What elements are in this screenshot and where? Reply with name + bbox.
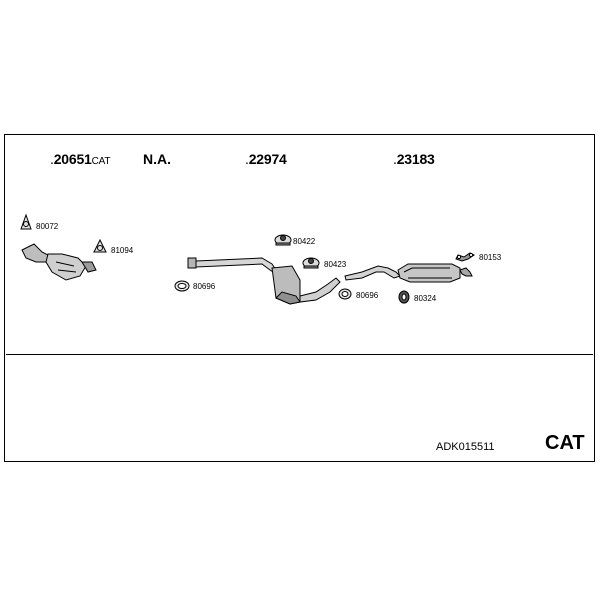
part-label-80324: 80324 bbox=[414, 294, 437, 303]
hanger-80153-icon bbox=[455, 252, 475, 262]
cat-badge: CAT bbox=[545, 432, 585, 454]
part-label-80696-rear: 80696 bbox=[356, 291, 379, 300]
center-muffler-icon bbox=[271, 265, 341, 305]
part-label-80153: 80153 bbox=[479, 253, 502, 262]
group-number-prefix: . bbox=[245, 151, 249, 167]
group-number-rear: .23183 bbox=[393, 151, 435, 167]
group-label-na: N.A. bbox=[143, 151, 171, 167]
group-number-prefix: . bbox=[393, 151, 397, 167]
gasket-81094-icon bbox=[93, 238, 107, 253]
part-label-81094: 81094 bbox=[111, 246, 134, 255]
group-number-prefix: . bbox=[50, 151, 54, 167]
part-label-80072: 80072 bbox=[36, 222, 59, 231]
clamp-80423-icon bbox=[302, 257, 320, 269]
group-number-value: 23183 bbox=[396, 151, 435, 167]
part-label-80423: 80423 bbox=[324, 260, 347, 269]
kit-reference: ADK015511 bbox=[436, 441, 495, 453]
rubber-mount-80324-icon bbox=[398, 290, 410, 304]
rear-muffler-icon bbox=[344, 263, 473, 283]
part-label-80422: 80422 bbox=[293, 237, 316, 246]
part-label-80696: 80696 bbox=[193, 282, 216, 291]
section-divider bbox=[6, 354, 593, 355]
ring-80696-icon bbox=[174, 280, 190, 292]
ring-80696-rear-icon bbox=[338, 288, 352, 300]
catalytic-converter-icon bbox=[21, 243, 97, 281]
clamp-80422-icon bbox=[274, 234, 292, 246]
group-number-middle: .22974 bbox=[245, 151, 287, 167]
front-pipe-icon bbox=[187, 257, 277, 275]
diagram-frame bbox=[4, 134, 595, 462]
group-number-value: 20651 bbox=[53, 151, 92, 167]
group-number-value: 22974 bbox=[248, 151, 287, 167]
group-number-catalyst: .20651CAT bbox=[50, 151, 111, 167]
gasket-80072-icon bbox=[20, 213, 32, 230]
group-number-suffix: CAT bbox=[91, 156, 111, 167]
